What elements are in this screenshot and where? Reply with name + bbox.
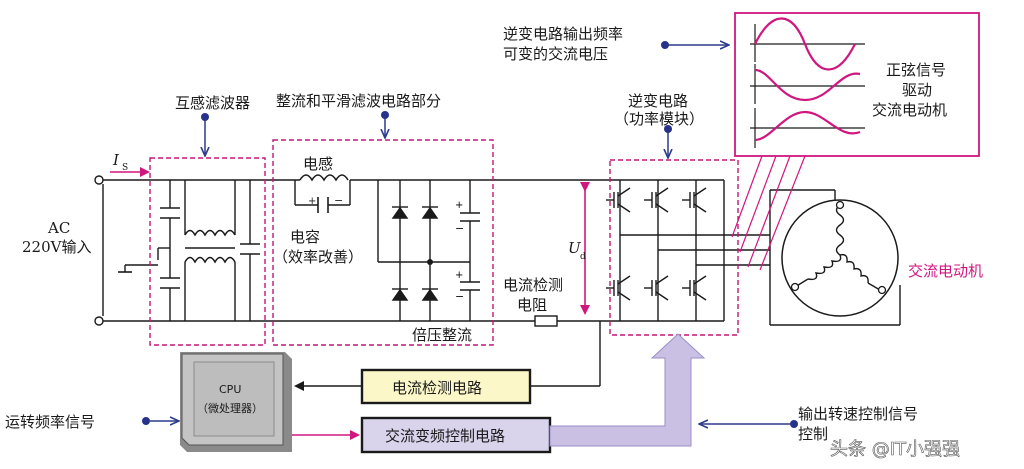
label-sense-resistor-1: 电流检测 xyxy=(503,276,563,294)
label-inverter-output-2: 可变的交流电压 xyxy=(503,45,608,63)
ac-input-terminal-top xyxy=(94,175,104,185)
label-output-speed-1: 输出转速控制信号 xyxy=(798,405,918,423)
ac-input-terminal-bottom xyxy=(94,316,104,326)
doubler-capacitors xyxy=(460,212,480,291)
label-ac-motor: 交流电动机 xyxy=(908,262,983,280)
annotation-dots xyxy=(142,41,798,428)
mutual-filter-region xyxy=(149,157,266,346)
label-capacitor-1: 电容 xyxy=(290,228,320,246)
igbt-switches xyxy=(606,187,707,301)
control-to-inverter-arrow xyxy=(549,333,706,447)
label-rectifier-section: 整流和平滑滤波电路部分 xyxy=(276,92,441,110)
annotation-pointers xyxy=(150,45,790,424)
inverter-region xyxy=(609,159,739,336)
label-sense-resistor-2: 电阻 xyxy=(517,296,547,314)
ac-motor-symbol xyxy=(781,199,899,317)
cap-plus: + xyxy=(308,196,316,207)
label-ac-220v: 220V输入 xyxy=(22,238,91,256)
label-inverter-2: （功率模块） xyxy=(614,110,704,128)
label-output-speed-2: 控制 xyxy=(798,425,828,443)
label-mutual-filter: 互感滤波器 xyxy=(175,94,250,112)
label-is: I xyxy=(112,151,120,169)
label-run-freq-signal: 运转频率信号 xyxy=(5,413,95,431)
doubler-minus-2: − xyxy=(455,290,464,303)
cap-minus: − xyxy=(334,194,343,207)
label-ud: U xyxy=(568,239,582,257)
label-cpu: CPU xyxy=(219,383,241,396)
label-current-detect: 电流检测电路 xyxy=(392,379,482,397)
label-inductor: 电感 xyxy=(303,155,333,173)
label-inverter-output-1: 逆变电路输出频率 xyxy=(503,25,623,43)
mutual-inductor-coils xyxy=(184,229,236,264)
watermark: 头条 @IT小强强 xyxy=(830,439,960,460)
current-sense-resistor xyxy=(534,315,558,327)
label-freq-control: 交流变频控制电路 xyxy=(385,427,505,445)
label-cpu-sub: （微处理器） xyxy=(197,401,263,415)
doubler-plus-1: + xyxy=(455,200,463,211)
label-sine-drive-1: 正弦信号 xyxy=(886,61,946,79)
label-capacitor-2: （效率改善） xyxy=(273,248,363,266)
doubler-minus-1: − xyxy=(455,222,464,235)
label-inverter-1: 逆变电路 xyxy=(628,92,688,110)
cpu-chip xyxy=(180,352,292,452)
label-sine-drive-3: 交流电动机 xyxy=(872,101,947,119)
label-sine-drive-2: 驱动 xyxy=(902,81,932,99)
sine-waveform-box xyxy=(731,12,980,271)
label-ac: AC xyxy=(47,219,70,237)
rectifier-region xyxy=(272,139,494,346)
wiring xyxy=(102,179,901,387)
label-ud-sub: d xyxy=(580,252,586,262)
inductor-coil xyxy=(299,174,349,182)
label-voltage-doubler: 倍压整流 xyxy=(412,326,472,344)
bridge-diodes xyxy=(391,206,439,301)
filter-capacitors xyxy=(118,207,260,289)
efficiency-capacitor xyxy=(317,197,329,213)
doubler-plus-2: + xyxy=(455,270,463,281)
junction-dot xyxy=(427,259,433,265)
label-is-sub: S xyxy=(122,163,128,173)
